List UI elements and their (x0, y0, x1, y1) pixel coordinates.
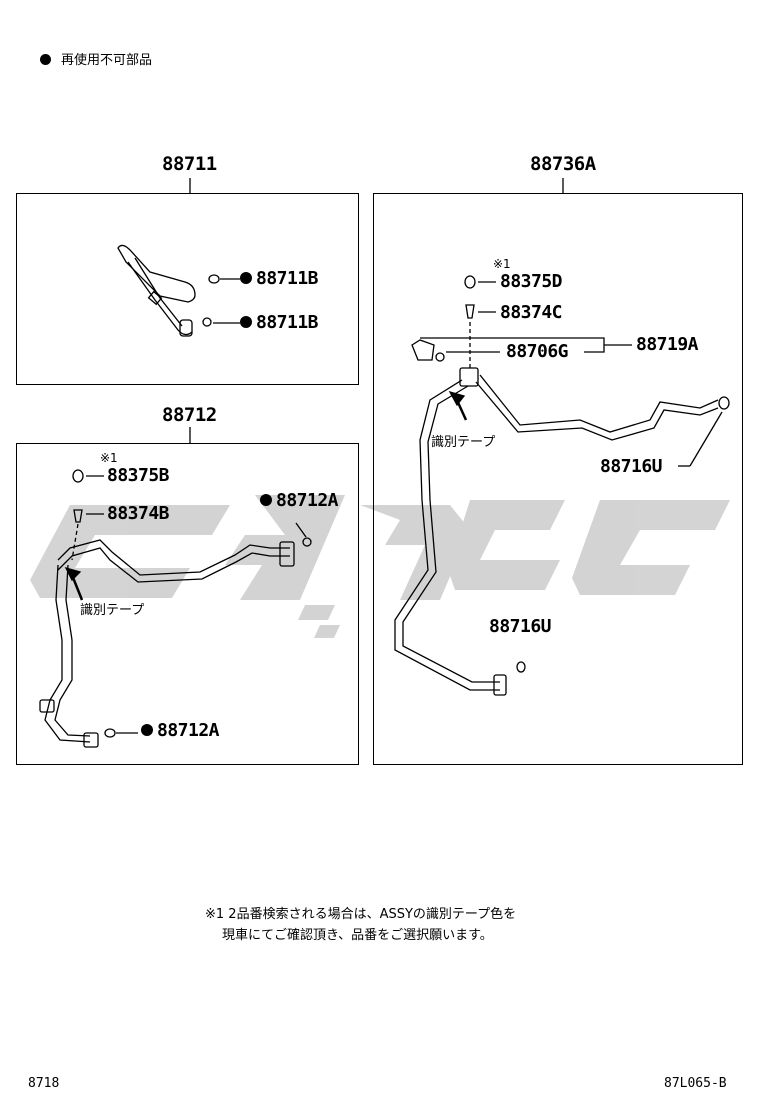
pipe-88712 (39, 427, 312, 748)
assembly-title-88711: 88711 (162, 153, 217, 175)
part-label[interactable]: 88716U (489, 616, 552, 637)
assembly-box-88711 (16, 193, 359, 385)
footer-left: 8718 (28, 1076, 60, 1091)
tape-label: 識別テープ (431, 435, 496, 450)
part-label[interactable]: 88374C (500, 302, 563, 323)
part-label[interactable]: 88719A (636, 334, 699, 355)
footer-right: 87L065-B (664, 1076, 727, 1091)
part-label[interactable]: 88706G (506, 341, 569, 362)
assembly-title-88736A: 88736A (530, 153, 596, 175)
pipe-88711 (117, 178, 240, 337)
bullet-icon (240, 316, 252, 328)
footnote-line-2: 現車にてご確認頂き、品番をご選択願います。 (222, 928, 493, 943)
part-label[interactable]: 88711B (240, 270, 319, 288)
footnote-line-1: ※1 2品番検索される場合は、ASSYの識別テープ色を (205, 907, 517, 922)
part-label[interactable]: 88374B (107, 503, 170, 524)
legend: 再使用不可部品 (40, 54, 152, 67)
part-label[interactable]: 88375B (107, 465, 170, 486)
tape-label: 識別テープ (80, 603, 145, 618)
part-label[interactable]: 88716U (600, 456, 663, 477)
bullet-icon (40, 54, 51, 65)
assembly-box-88736A (373, 193, 743, 765)
note-mark: ※1 (493, 257, 511, 271)
bullet-icon (240, 272, 252, 284)
note-mark: ※1 (100, 451, 118, 465)
bullet-icon (141, 724, 153, 736)
part-label[interactable]: 88712A (260, 492, 339, 510)
part-label[interactable]: 88711B (240, 314, 319, 332)
part-label[interactable]: 88375D (500, 271, 563, 292)
assembly-title-88712: 88712 (162, 404, 217, 426)
watermark-logo (30, 495, 730, 638)
part-label[interactable]: 88712A (141, 722, 220, 740)
pipe-88736A (394, 178, 730, 696)
bullet-icon (260, 494, 272, 506)
legend-text: 再使用不可部品 (61, 53, 153, 68)
assembly-box-88712 (16, 443, 359, 765)
